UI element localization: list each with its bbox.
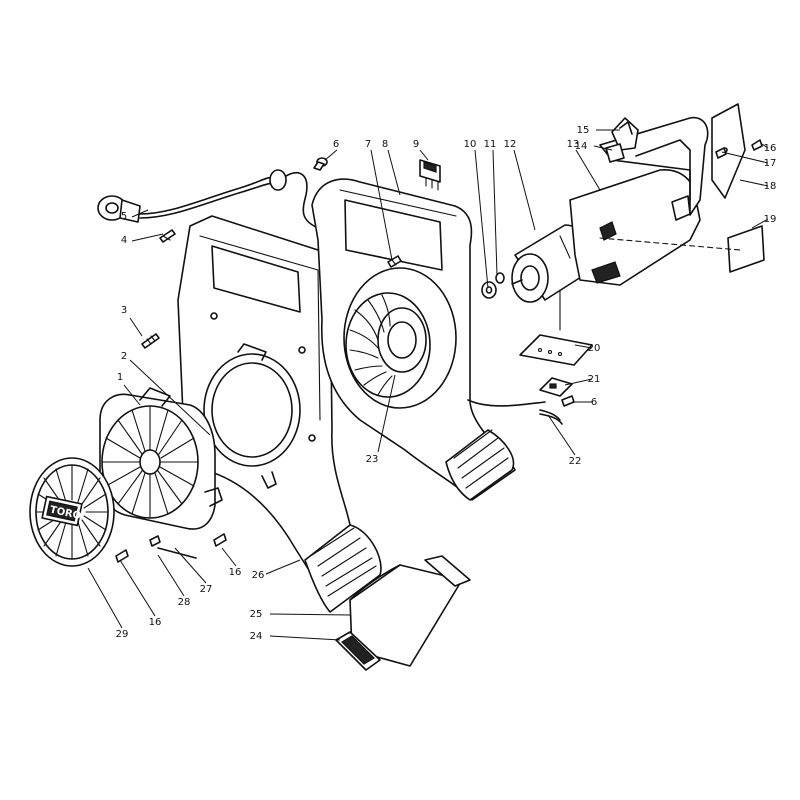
leader-line-c21 bbox=[564, 378, 593, 386]
callout-c25: 25 bbox=[250, 609, 263, 620]
switch-9 bbox=[419, 159, 441, 191]
callout-c19: 19 bbox=[764, 214, 777, 225]
callout-c18: 18 bbox=[764, 181, 777, 192]
leader-line-c16a bbox=[761, 143, 769, 149]
leader-line-c22 bbox=[547, 414, 576, 456]
grille-29: TORO bbox=[29, 457, 115, 567]
wire-22 bbox=[467, 399, 563, 425]
leader-line-c14 bbox=[593, 145, 613, 151]
callout-c6a: 6 bbox=[333, 139, 339, 150]
callout-c2: 2 bbox=[121, 351, 127, 362]
left-housing bbox=[177, 215, 361, 576]
callout-c8: 8 bbox=[382, 139, 388, 150]
leader-line-c5 bbox=[131, 209, 149, 218]
callout-c16b: 16 bbox=[229, 567, 242, 578]
leader-line-c10 bbox=[474, 149, 489, 289]
callout-c17: 17 bbox=[764, 158, 777, 169]
screw-16-left bbox=[115, 549, 129, 563]
screw-17 bbox=[715, 147, 727, 159]
power-cord bbox=[97, 169, 319, 229]
callout-c14: 14 bbox=[575, 141, 588, 152]
handle-housing-13 bbox=[569, 116, 709, 286]
leader-line-c27 bbox=[174, 547, 207, 584]
callout-c16a: 16 bbox=[764, 143, 777, 154]
callout-c9: 9 bbox=[413, 139, 419, 150]
leader-line-c23 bbox=[377, 374, 396, 453]
rod-27 bbox=[157, 547, 197, 559]
leader-line-c18 bbox=[739, 179, 769, 187]
callout-c21: 21 bbox=[588, 374, 601, 385]
cover-18 bbox=[711, 103, 746, 199]
callout-c1: 1 bbox=[117, 372, 123, 383]
washer-10 bbox=[481, 281, 497, 299]
leader-line-c24 bbox=[269, 635, 341, 641]
leader-line-c16c bbox=[119, 559, 156, 617]
callout-c24: 24 bbox=[250, 631, 263, 642]
screw-16-bottom bbox=[213, 533, 227, 547]
impeller-23 bbox=[345, 292, 431, 398]
callout-c6b: 6 bbox=[591, 397, 597, 408]
callout-c3: 3 bbox=[121, 305, 127, 316]
callout-c29: 29 bbox=[116, 629, 129, 640]
callout-c23: 23 bbox=[366, 454, 379, 465]
callout-c5: 5 bbox=[121, 211, 127, 222]
leader-line-c16b bbox=[221, 547, 237, 567]
callout-c26: 26 bbox=[252, 570, 265, 581]
callout-c15: 15 bbox=[577, 125, 590, 136]
right-outlet-tube bbox=[445, 429, 515, 501]
leader-line-c17 bbox=[721, 151, 769, 164]
terminal-21 bbox=[539, 377, 573, 397]
leader-line-c12 bbox=[513, 149, 536, 231]
screw-6-top bbox=[313, 157, 328, 171]
part-14 bbox=[605, 143, 625, 163]
leader-line-c9 bbox=[419, 149, 429, 161]
callout-c27: 27 bbox=[200, 584, 213, 595]
leader-line-c25 bbox=[269, 613, 351, 616]
ring-11 bbox=[495, 272, 505, 284]
callout-c7: 7 bbox=[365, 139, 371, 150]
tube-25 bbox=[349, 555, 471, 667]
leader-line-c13 bbox=[575, 149, 601, 191]
leader-line-c3 bbox=[129, 317, 143, 337]
screw-3 bbox=[141, 333, 160, 349]
leader-line-c26 bbox=[265, 559, 301, 575]
assembly-line bbox=[599, 237, 741, 251]
callout-c13: 13 bbox=[567, 139, 580, 150]
screw-16-top bbox=[751, 139, 763, 151]
leader-line-c29 bbox=[87, 567, 123, 629]
leader-line-c8 bbox=[387, 149, 401, 196]
callout-c4: 4 bbox=[121, 235, 127, 246]
screw-6-right bbox=[561, 395, 575, 407]
leader-line-c4 bbox=[131, 233, 164, 242]
callout-c16c: 16 bbox=[149, 617, 162, 628]
clip-28 bbox=[149, 535, 161, 547]
callout-c10: 10 bbox=[464, 139, 477, 150]
intake-cover-1 bbox=[99, 387, 223, 530]
leader-line-c11 bbox=[492, 149, 498, 276]
callout-c22: 22 bbox=[569, 456, 582, 467]
circuit-board-20 bbox=[519, 289, 593, 366]
screw-4 bbox=[159, 229, 176, 243]
leader-line-c2 bbox=[129, 359, 211, 436]
callout-c12: 12 bbox=[504, 139, 517, 150]
leader-line-c7 bbox=[370, 149, 393, 261]
callout-c11: 11 bbox=[484, 139, 497, 150]
leader-line-c28 bbox=[157, 554, 185, 597]
label-19 bbox=[727, 225, 765, 273]
leader-line-c20 bbox=[574, 344, 593, 349]
callout-c20: 20 bbox=[588, 343, 601, 354]
nameplate-24 bbox=[335, 631, 381, 671]
leader-line-c1 bbox=[123, 384, 141, 406]
outlet-tube-26 bbox=[304, 524, 382, 613]
leader-line-c19 bbox=[751, 218, 769, 229]
leader-line-c6a bbox=[324, 149, 338, 161]
callout-c28: 28 bbox=[178, 597, 191, 608]
screw-7 bbox=[387, 255, 402, 268]
